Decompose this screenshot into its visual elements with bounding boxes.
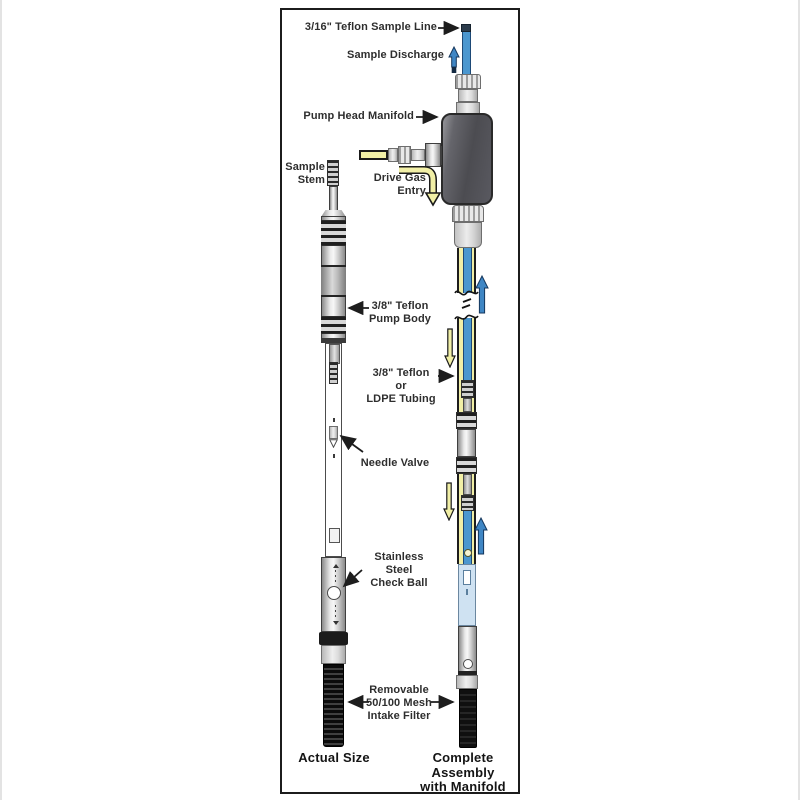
right-check-ball: [463, 659, 473, 669]
caption-actual-size: Actual Size: [298, 750, 370, 765]
teflon-sample-line-tube: [462, 32, 471, 75]
check-dots-bottom: [335, 605, 336, 619]
caption-complete-assembly: Complete Assembly with Manifold: [420, 750, 506, 795]
inner-stem-ribs: [461, 380, 474, 398]
right-dark-band: [458, 671, 477, 675]
flow-down-arrow-2-icon: [443, 482, 455, 521]
left-body-ribs-bottom: [321, 316, 346, 334]
flow-down-arrow-1-icon: [444, 328, 456, 368]
drive-gas-arrow-icon: [399, 166, 442, 207]
left-stem-ribbed-tip: [327, 160, 339, 186]
label-intake-filter: Removable 50/100 Mesh Intake Filter: [366, 684, 432, 722]
left-filter-coupling: [321, 645, 346, 664]
left-check-valve-section: [321, 557, 346, 632]
quick-connect-ribbed: [398, 146, 411, 164]
inner-stem-ribs-lower: [461, 495, 474, 511]
inner-pump-ribs-top: [456, 412, 477, 429]
sample-discharge-arrow-icon: [448, 46, 460, 73]
label-sample-stem: Sample Stem: [285, 161, 325, 186]
inner-sample-tube: [463, 248, 472, 293]
intake-check-insert: [463, 570, 471, 585]
stainless-check-ball: [327, 586, 341, 600]
label-drive-gas-entry: Drive Gas Entry: [373, 172, 426, 197]
check-tick-up-icon: [333, 564, 339, 568]
manifold-top-fitting-neck: [458, 89, 478, 102]
left-body-bottom-cap: [321, 338, 346, 343]
right-intake-filter: [459, 689, 477, 748]
inner-pump-body: [457, 429, 476, 457]
check-tick-down-icon: [333, 621, 339, 625]
left-pump-body: [321, 216, 346, 343]
quick-connect-sleeve: [388, 148, 398, 162]
quick-connect-neck: [411, 149, 425, 161]
tube-break-squiggle-top: [454, 290, 479, 296]
manifold-bottom-fitting-ribbed: [452, 205, 484, 222]
inner-pump-ribs-bottom: [456, 457, 477, 474]
left-black-collar: [319, 632, 348, 645]
flow-up-arrow-2-icon: [474, 517, 488, 555]
tubing-bundle-upper: [457, 248, 476, 293]
needle-valve-body: [329, 426, 338, 439]
tube-break-squiggle-bottom: [454, 314, 479, 320]
arrow-needle-valve: [339, 434, 364, 453]
intake-tick: [466, 589, 468, 595]
inner-rod-lower: [463, 474, 472, 495]
drive-gas-supply-tube: [359, 150, 388, 160]
valve-tick-bottom: [333, 454, 335, 458]
left-stem-base: [321, 210, 346, 217]
break-dash-2: [461, 304, 471, 309]
break-dash-1: [462, 298, 472, 303]
label-check-ball: Stainless Steel Check Ball: [370, 551, 428, 589]
tube-ball-marker: [464, 549, 472, 557]
flow-up-arrow-1-icon: [475, 275, 489, 314]
manifold-bottom-fitting-body: [454, 222, 482, 248]
label-sample-line: 3/16" Teflon Sample Line: [304, 21, 437, 33]
label-sample-discharge: Sample Discharge: [347, 49, 444, 61]
label-needle-valve: Needle Valve: [360, 457, 430, 469]
label-tubing: 3/8" Teflon or LDPE Tubing: [366, 367, 436, 405]
arrow-check-ball: [342, 569, 363, 588]
left-lower-insert: [329, 528, 340, 543]
sample-line-end-cap: [461, 24, 471, 32]
right-check-valve-section: [458, 626, 477, 675]
left-body-collar: [321, 265, 346, 297]
pump-head-manifold: [441, 113, 493, 205]
label-pump-head-manifold: Pump Head Manifold: [303, 110, 414, 122]
needle-valve-tip-icon: [329, 439, 338, 448]
valve-tick-top: [333, 418, 335, 422]
quick-connect-hex-nut: [425, 143, 441, 167]
right-filter-coupling: [456, 675, 478, 689]
left-intake-filter: [323, 664, 344, 747]
label-pump-body: 3/8" Teflon Pump Body: [369, 300, 432, 325]
check-dots-top: [335, 570, 336, 584]
manifold-top-fitting-ribbed: [455, 74, 481, 89]
left-body-ribs-top: [321, 220, 346, 246]
inner-rod-upper: [463, 398, 472, 412]
water-intake-tube: [458, 564, 476, 626]
left-inner-rod-ribs: [329, 362, 338, 384]
